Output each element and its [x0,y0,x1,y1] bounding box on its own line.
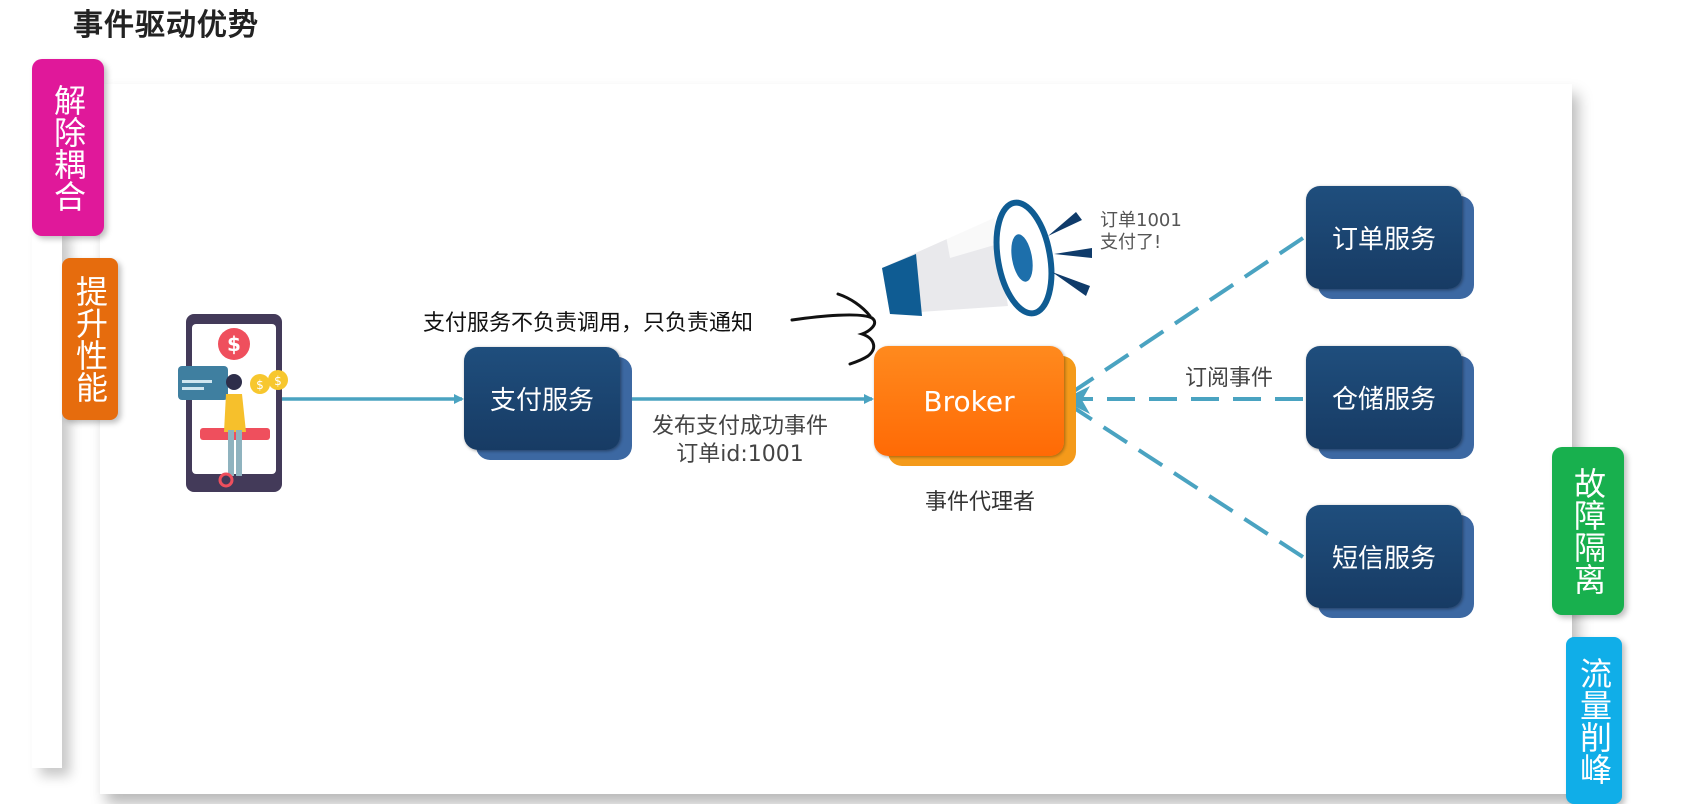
tag-performance: 提升性能 [62,258,118,420]
broker-label: Broker [874,346,1064,456]
subscribe-label: 订阅事件 [1185,366,1274,391]
order-service-label: 订单服务 [1306,186,1462,289]
announce-line2: 支付了! [1100,232,1162,253]
dashed-sms-to-broker [1066,402,1305,559]
announce-text: 订单1001 支付了! [1100,210,1182,254]
storage-service-box: 仓储服务 [1306,346,1476,459]
sms-service-box: 短信服务 [1306,505,1476,618]
announce-line1: 订单1001 [1100,210,1182,231]
payment-service-label: 支付服务 [464,347,620,450]
svg-text:$: $ [274,374,282,388]
svg-text:$: $ [256,378,264,392]
payment-service-box: 支付服务 [464,347,634,460]
publish-event-line2: 订单id:1001 [676,442,804,467]
broker-box: Broker [874,346,1079,468]
tag-decouple: 解除耦合 [32,59,104,236]
storage-service-label: 仓储服务 [1306,346,1462,449]
broker-caption: 事件代理者 [924,490,1035,515]
notify-note: 支付服务不负责调用，只负责通知 [423,311,754,336]
publish-event-line1: 发布支付成功事件 [651,414,828,439]
order-service-box: 订单服务 [1306,186,1476,299]
left-strip [32,226,62,768]
dashed-order-to-broker [1066,236,1305,397]
handdrawn-pointer [790,313,877,366]
phone-payment-icon: $ $ $ [178,314,288,492]
svg-text:$: $ [227,332,241,356]
page-title: 事件驱动优势 [73,8,259,43]
megaphone-icon [882,199,1092,317]
sms-service-label: 短信服务 [1306,505,1462,608]
tag-peak-shaving: 流量削峰 [1566,637,1622,804]
subscribe-arrowhead [1062,386,1090,414]
tag-isolation: 故障隔离 [1552,447,1624,615]
publish-event-label: 发布支付成功事件 订单id:1001 [630,413,850,469]
